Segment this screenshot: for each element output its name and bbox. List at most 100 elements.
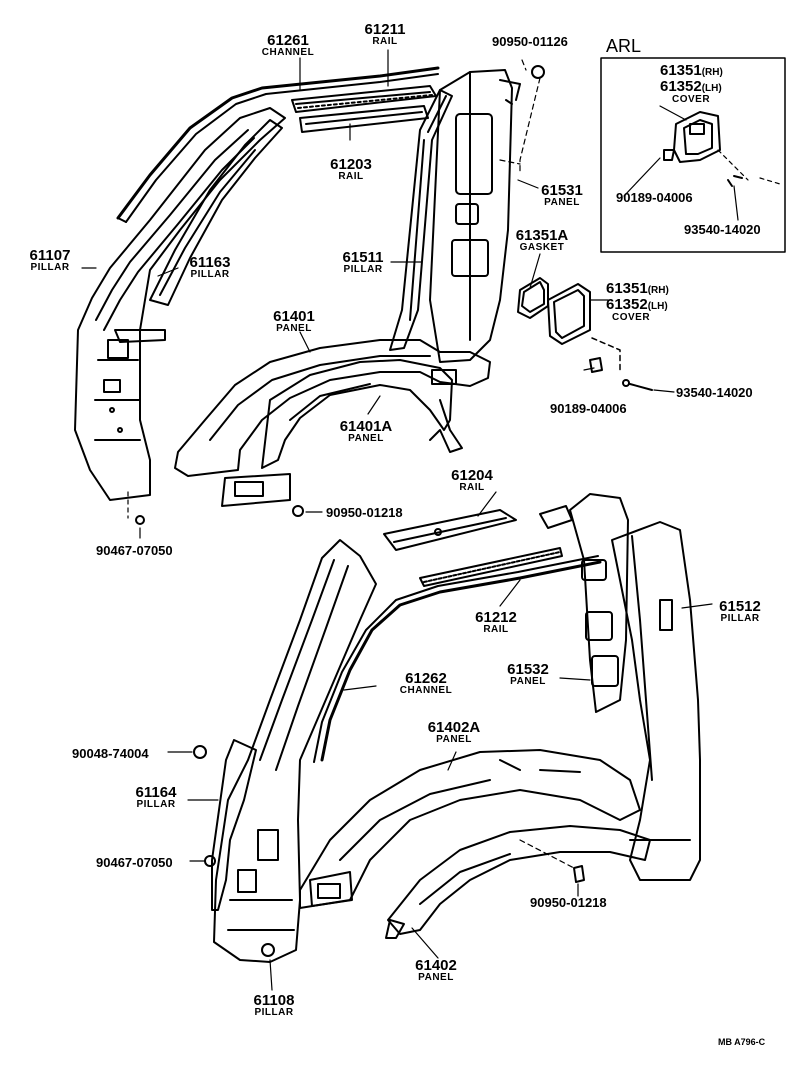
- arl-cover-name: COVER: [672, 94, 711, 105]
- panel-61401a-shape: [261, 359, 463, 469]
- callout-61512: 61512 PILLAR: [708, 599, 772, 624]
- callout-number: 61532: [507, 661, 549, 678]
- pillar-61511-shape: [389, 89, 453, 351]
- callout-61107: 61107 PILLAR: [18, 248, 82, 273]
- callout-name: PILLAR: [720, 613, 760, 624]
- callout-61261: 61261 CHANNEL: [246, 33, 330, 58]
- callout-61211: 61211 RAIL: [350, 22, 420, 47]
- callout-61511: 61511 PILLAR: [331, 250, 395, 275]
- part-90048-74004: 90048-74004: [72, 746, 149, 761]
- arl-rh-number: 61351: [660, 62, 702, 79]
- panel-61402-shape: [385, 825, 651, 939]
- callout-number: 61351A: [515, 227, 569, 244]
- plug-leader-dashed: [499, 59, 541, 173]
- callout-name: PILLAR: [136, 799, 176, 810]
- callout-61531: 61531 PANEL: [530, 183, 594, 208]
- part-90467-07050-upper: 90467-07050: [96, 543, 173, 558]
- callout-number: 61401: [273, 308, 315, 325]
- callout-name: PANEL: [544, 197, 580, 208]
- grommet-90048-shape: [193, 745, 207, 759]
- cover-leader-dashed: [591, 337, 621, 373]
- part-93540-14020: 93540-14020: [676, 385, 753, 400]
- part-90189-04006: 90189-04006: [550, 401, 627, 416]
- panel-61401-shape: [174, 339, 491, 507]
- arl-inset-box: [600, 57, 786, 253]
- callout-number: 61107: [29, 247, 71, 264]
- callout-number: 61203: [330, 156, 372, 173]
- callout-name: GASKET: [519, 242, 565, 253]
- arl-screw-label: 93540-14020: [684, 222, 761, 237]
- panel-61402a-shape: [299, 749, 641, 909]
- leader-lines: [81, 49, 739, 991]
- pillar-61107-shape: [74, 107, 286, 501]
- panel-61531-shape: [429, 69, 513, 363]
- callout-name: PILLAR: [30, 262, 70, 273]
- callout-name: RAIL: [338, 171, 364, 182]
- callout-name: PANEL: [348, 433, 384, 444]
- part-90467-07050-lower: 90467-07050: [96, 855, 173, 870]
- callout-name: PANEL: [436, 734, 472, 745]
- callout-name: PILLAR: [254, 1007, 294, 1018]
- callout-number: 61512: [719, 598, 761, 615]
- callout-number: 61204: [451, 467, 493, 484]
- callout-61351a: 61351A GASKET: [506, 228, 578, 253]
- callout-61163: 61163 PILLAR: [178, 255, 242, 280]
- callout-61402: 61402 PANEL: [404, 958, 468, 983]
- arl-cover-shape: [673, 111, 721, 163]
- panel-61532-shape: [539, 493, 629, 713]
- callout-number: 61164: [135, 784, 177, 801]
- callout-number: 61261: [267, 32, 309, 49]
- callout-number: 61108: [253, 992, 295, 1009]
- pillar-61108-shape: [211, 739, 257, 911]
- arl-lh-suffix: (LH): [701, 83, 722, 94]
- callout-61212: 61212 RAIL: [464, 610, 528, 635]
- callout-number: 61212: [475, 609, 517, 626]
- cover-lh-suffix: (LH): [647, 301, 668, 312]
- callout-name: PANEL: [510, 676, 546, 687]
- callout-61108: 61108 PILLAR: [242, 993, 306, 1018]
- callout-number: 61511: [342, 249, 384, 266]
- callout-number: 61402: [415, 957, 457, 974]
- callout-name: PANEL: [418, 972, 454, 983]
- callout-number: 61531: [541, 182, 583, 199]
- pillar-61163-shape: [149, 119, 283, 306]
- arl-rh-suffix: (RH): [701, 67, 723, 78]
- callout-number: 61262: [405, 670, 447, 687]
- cover-rh-suffix: (RH): [647, 285, 669, 296]
- callout-61401: 61401 PANEL: [262, 309, 326, 334]
- plug-90950-01218-shape: [292, 505, 304, 517]
- gasket-61351a-shape: [517, 277, 549, 319]
- callout-name: PILLAR: [343, 264, 383, 275]
- arl-title: ARL: [606, 36, 642, 56]
- callout-name: RAIL: [483, 624, 509, 635]
- callout-61402a: 61402A PANEL: [416, 720, 492, 745]
- screw-93540-shape: [622, 379, 653, 391]
- pillar-61512-shape: [611, 521, 701, 881]
- clip-90189-shape: [589, 357, 603, 373]
- callout-name: CHANNEL: [261, 47, 315, 58]
- callout-61204: 61204 RAIL: [440, 468, 504, 493]
- arl-clip-shape: [663, 149, 675, 161]
- part-90950-01126: 90950-01126: [492, 34, 568, 49]
- callout-name: RAIL: [459, 482, 485, 493]
- arl-dashed-leader: [717, 149, 781, 185]
- plug-90950-01126-shape: [531, 65, 545, 79]
- callout-name: PANEL: [276, 323, 312, 334]
- callout-number: 61163: [189, 254, 231, 271]
- panel-61531-tab: [499, 79, 521, 105]
- callout-61401a: 61401A PANEL: [328, 419, 404, 444]
- arl-lh-number: 61352: [660, 78, 702, 95]
- arl-screw-shape: [727, 175, 743, 187]
- callout-name: PILLAR: [190, 269, 230, 280]
- drawing-code: MB A796-C: [718, 1037, 766, 1047]
- pillar-61164-shape: [213, 539, 377, 963]
- cover-lh-number: 61352: [606, 296, 648, 313]
- callout-cover-main: 61351(RH) 61352(LH) COVER: [606, 281, 706, 323]
- arl-cover-callout: 61351(RH) 61352(LH) COVER: [660, 63, 760, 105]
- channel-61261-shape: [116, 66, 440, 223]
- rail-61212-shape: [419, 547, 563, 587]
- rail-61204-shape: [383, 509, 517, 551]
- callout-name: CHANNEL: [399, 685, 453, 696]
